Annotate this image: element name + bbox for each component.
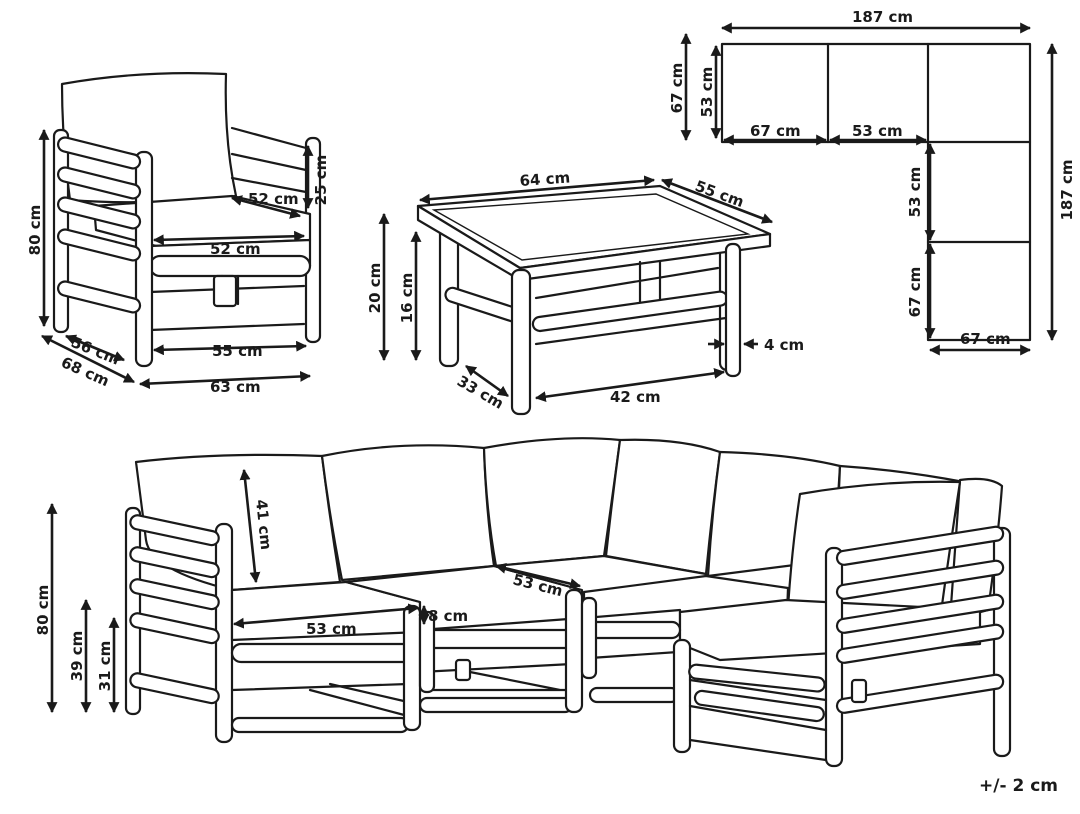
sectional-sofa-drawing <box>124 437 1012 768</box>
sofa-back-height-label: 41 cm <box>252 499 275 551</box>
tolerance-note: +/- 2 cm <box>979 776 1058 796</box>
layout-top-depth-label: 67 cm <box>668 63 686 114</box>
layout-total-width-label: 187 cm <box>852 8 913 26</box>
armchair-dimensions: 80 cm 52 cm 52 cm 25 cm 56 cm 68 cm 55 c… <box>26 128 330 396</box>
table-inner-length-label: 42 cm <box>610 388 661 406</box>
sofa-frame-height-label: 31 cm <box>96 641 114 692</box>
chair-seat-depth-label: 52 cm <box>248 190 299 208</box>
chair-inner-width-label: 55 cm <box>212 342 263 360</box>
layout-middle-width-label: 53 cm <box>852 122 903 140</box>
layout-side-middle-label: 53 cm <box>906 167 924 218</box>
chair-seat-width-label: 52 cm <box>210 240 261 258</box>
sofa-total-height-label: 80 cm <box>34 585 52 636</box>
layout-bottom-width-label: 67 cm <box>960 330 1011 348</box>
chair-height-label: 80 cm <box>26 205 44 256</box>
table-length-label: 64 cm <box>519 169 571 190</box>
table-height-label: 20 cm <box>366 263 384 314</box>
layout-total-length-label: 187 cm <box>1058 159 1076 220</box>
table-leg-label: 4 cm <box>764 336 804 354</box>
sofa-seat-height-label: 39 cm <box>68 631 86 682</box>
chair-arm-height-label: 25 cm <box>312 155 330 206</box>
chair-outer-width-label: 63 cm <box>210 378 261 396</box>
sofa-cushion-label: 8 cm <box>428 607 468 625</box>
table-inner-height-label: 16 cm <box>398 273 416 324</box>
layout-corner-width-label: 67 cm <box>750 122 801 140</box>
layout-dimensions: 187 cm 187 cm 67 cm 53 cm 67 cm 53 cm 53… <box>668 8 1076 356</box>
layout-top-inner-depth-label: 53 cm <box>698 67 716 118</box>
layout-top-view <box>720 42 1032 342</box>
armchair-drawing <box>52 72 322 368</box>
sofa-seat-width-label: 53 cm <box>306 620 357 638</box>
table-inner-depth-label: 33 cm <box>454 372 507 413</box>
layout-side-corner-label: 67 cm <box>906 267 924 318</box>
